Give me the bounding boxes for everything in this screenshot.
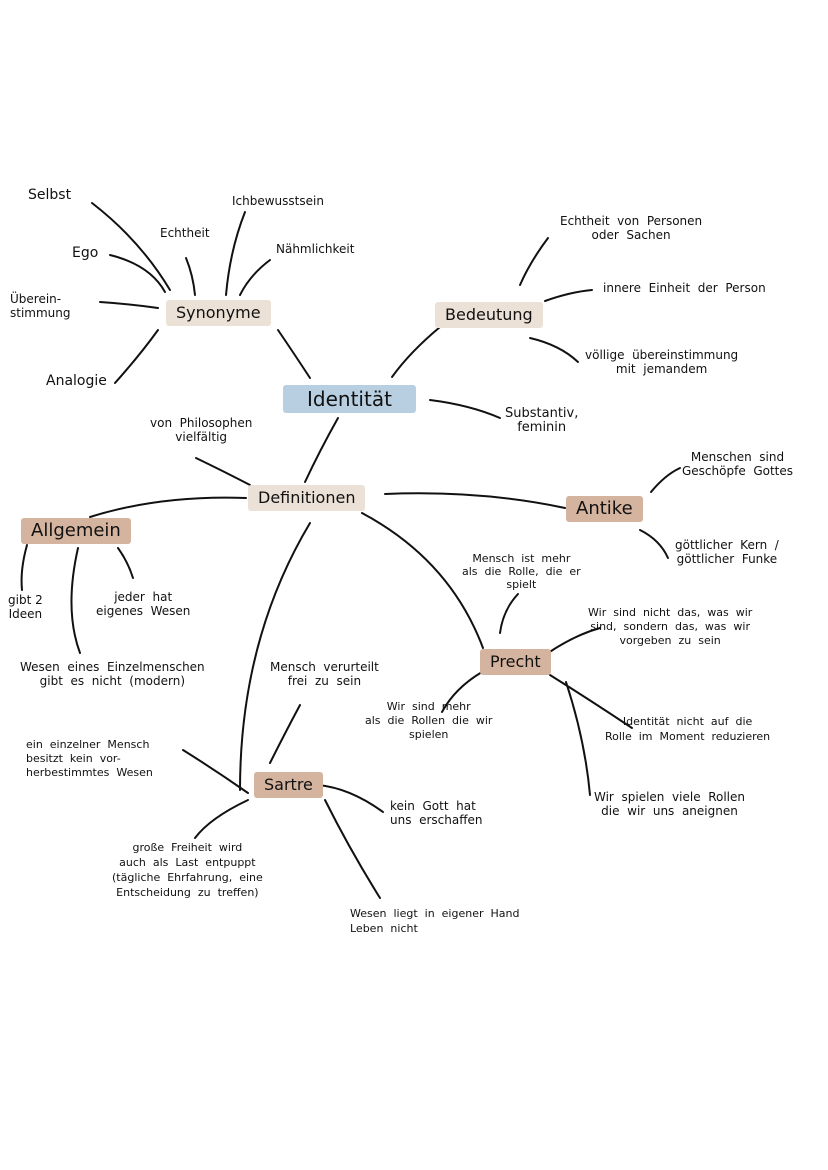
leaf-menschen-geschoepfe: Menschen sind Geschöpfe Gottes <box>682 450 794 478</box>
link-synonyme-ego <box>109 254 166 293</box>
leaf-mensch-mehr-als-rolle: Mensch ist mehr als die Rolle, die er sp… <box>462 552 581 591</box>
link-sartre-einzelner <box>182 749 249 794</box>
link-precht-wirmehr <box>441 671 483 713</box>
link-synonyme-selbst <box>91 202 171 291</box>
leaf-substantiv: Substantiv, feminin <box>505 406 579 435</box>
leaf-echtheit-personen: Echtheit von Personen oder Sachen <box>560 214 703 242</box>
link-precht-identitaet <box>549 674 633 729</box>
node-sartre: Sartre <box>254 772 323 798</box>
leaf-wir-spielen-viele-rollen: Wir spielen viele Rollen die wir uns ane… <box>594 790 745 818</box>
leaf-einzelner-mensch: ein einzelner Mensch besitzt kein vor- h… <box>26 738 153 779</box>
link-sartre-keingott <box>317 784 384 813</box>
leaf-ego: Ego <box>72 245 99 261</box>
leaf-innere-einheit: innere Einheit der Person <box>603 281 766 295</box>
node-bedeutung: Bedeutung <box>435 302 543 328</box>
node-antike: Antike <box>566 496 643 522</box>
link-allgemein-wesen <box>70 547 81 654</box>
leaf-kein-gott: kein Gott hat uns erschaffen <box>390 799 483 827</box>
leaf-wesen-einzelmenschen: Wesen eines Einzelmenschen gibt es nicht… <box>20 660 205 688</box>
leaf-goettlicher-kern: göttlicher Kern / göttlicher Funke <box>675 538 779 566</box>
leaf-selbst: Selbst <box>28 187 72 203</box>
link-definitionen-sartre <box>239 522 311 791</box>
leaf-echtheit: Echtheit <box>160 226 210 240</box>
central-node-identitaet: Identität <box>283 385 416 413</box>
leaf-voellige: völlige übereinstimmung mit jemandem <box>585 348 739 376</box>
link-synonyme-naehmlichkeit <box>239 259 271 296</box>
link-central-substantiv <box>429 399 501 419</box>
leaf-identitaet-nicht-reduzieren: Identität nicht auf die Rolle im Moment … <box>605 715 771 743</box>
link-central-synonyme <box>277 329 311 379</box>
leaf-jeder-hat: jeder hat eigenes Wesen <box>96 590 191 618</box>
leaf-ichbewusstsein: Ichbewusstsein <box>232 194 324 208</box>
link-precht-wirnicht <box>547 627 601 654</box>
node-allgemein: Allgemein <box>21 518 131 544</box>
leaf-uebereinstimmung: Überein- stimmung <box>10 292 71 320</box>
link-bedeutung-innere <box>544 289 593 302</box>
link-synonyme-echtheit <box>185 257 196 296</box>
link-sartre-leben <box>324 799 381 899</box>
link-definitionen-note <box>195 457 251 486</box>
link-central-definitionen <box>304 417 339 483</box>
node-synonyme: Synonyme <box>166 300 271 326</box>
leaf-analogie: Analogie <box>46 373 107 389</box>
leaf-verurteilt-frei: Mensch verurteilt frei zu sein <box>270 660 379 688</box>
link-definitionen-antike <box>384 492 566 509</box>
leaf-gibt-2-ideen: gibt 2 Ideen <box>8 593 43 621</box>
link-antike-kern <box>639 529 669 559</box>
leaf-naehmlichkeit: Nähmlichkeit <box>276 242 355 256</box>
link-bedeutung-voellige <box>529 337 579 363</box>
link-allgemein-jeder <box>117 547 134 579</box>
link-synonyme-ichbewusstsein <box>225 211 246 296</box>
definitionen-note: von Philosophen vielfältig <box>150 416 253 444</box>
link-central-bedeutung <box>391 326 441 378</box>
link-definitionen-precht <box>361 512 484 649</box>
link-synonyme-analogie <box>114 329 159 384</box>
leaf-wesen-eigene-hand: Wesen liegt in eigener Hand Leben nicht <box>350 907 520 935</box>
link-precht-spielen <box>565 681 591 796</box>
link-sartre-verurteilt <box>269 704 301 764</box>
link-precht-mensch <box>499 593 519 634</box>
node-definitionen: Definitionen <box>248 485 366 511</box>
link-definitionen-allgemein <box>89 496 247 518</box>
leaf-wir-sind-nicht: Wir sind nicht das, was wir sind, sonder… <box>588 606 753 647</box>
leaf-wir-sind-mehr: Wir sind mehr als die Rollen die wir spi… <box>365 700 493 741</box>
node-precht: Precht <box>480 649 551 675</box>
link-synonyme-uebereinstimmung <box>99 301 159 309</box>
link-bedeutung-echtheit <box>519 237 549 286</box>
link-antike-menschen <box>650 467 681 493</box>
link-allgemein-gibt2 <box>20 544 28 591</box>
link-sartre-freiheit <box>194 799 249 839</box>
leaf-grosse-freiheit: große Freiheit wird auch als Last entpup… <box>112 841 263 899</box>
